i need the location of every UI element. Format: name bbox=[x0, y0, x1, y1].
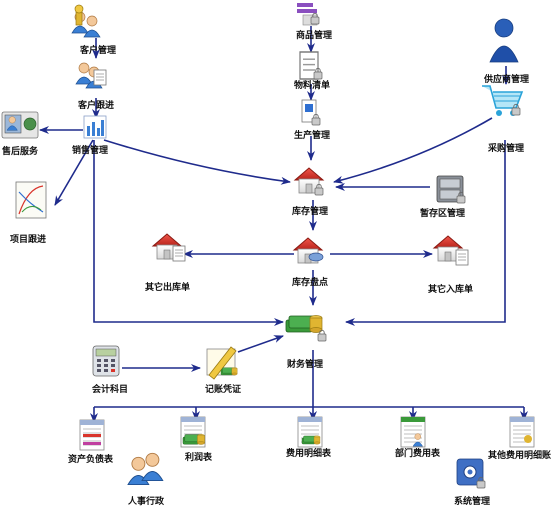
warehouse-in-icon[interactable] bbox=[433, 235, 469, 266]
product-box-icon[interactable] bbox=[297, 3, 320, 26]
expense-detail-label: 费用明细表 bbox=[286, 449, 332, 459]
temp-storage-label: 暂存区管理 bbox=[420, 209, 466, 219]
shopping-cart-icon[interactable] bbox=[482, 85, 524, 116]
people-icon[interactable] bbox=[127, 452, 164, 486]
balance-sheet-label: 资产负债表 bbox=[68, 455, 114, 465]
materials-list-icon[interactable] bbox=[299, 51, 323, 80]
inventory-check-label: 库存盘点 bbox=[292, 278, 329, 288]
other-out-label: 其它出库单 bbox=[145, 283, 191, 293]
service-board-icon[interactable] bbox=[1, 111, 39, 139]
expense-report-icon[interactable] bbox=[297, 416, 323, 448]
after-sales-label: 售后服务 bbox=[2, 147, 39, 157]
customer-follow-label: 客户跟进 bbox=[78, 101, 115, 111]
accounting-subject-label: 会计科目 bbox=[92, 385, 129, 395]
edge-sales-to-inventory bbox=[103, 139, 291, 185]
pencil-note-icon[interactable] bbox=[206, 346, 238, 380]
warehouse-check-icon[interactable] bbox=[293, 237, 324, 264]
system-mgmt-label: 系统管理 bbox=[454, 497, 491, 507]
production-mgmt-label: 生产管理 bbox=[294, 131, 331, 141]
inventory-mgmt-label: 库存管理 bbox=[292, 207, 329, 217]
purchase-mgmt-label: 采购管理 bbox=[488, 144, 525, 154]
dept-report-icon[interactable] bbox=[400, 416, 426, 448]
warehouse-out-icon[interactable] bbox=[152, 233, 186, 262]
project-follow-label: 项目跟进 bbox=[10, 235, 47, 245]
calculator-icon[interactable] bbox=[92, 345, 120, 377]
edge-sales-to-project bbox=[54, 139, 94, 206]
project-chart-icon[interactable] bbox=[15, 181, 47, 219]
finance-mgmt-label: 财务管理 bbox=[287, 360, 324, 370]
hr-admin-label: 人事行政 bbox=[128, 497, 165, 507]
sales-chart-icon[interactable] bbox=[83, 115, 107, 139]
users-document-icon[interactable] bbox=[75, 62, 107, 89]
edge-purchase-to-finance bbox=[345, 140, 506, 326]
sales-mgmt-label: 销售管理 bbox=[72, 146, 109, 156]
other-expense-icon[interactable] bbox=[509, 416, 535, 448]
profit-table-label: 利润表 bbox=[185, 453, 213, 463]
supplier-mgmt-label: 供应商管理 bbox=[484, 75, 530, 85]
edge-voucher-to-finance bbox=[237, 335, 284, 353]
edge-purchase-to-inventory bbox=[333, 117, 493, 184]
other-in-label: 其它入库单 bbox=[428, 285, 474, 295]
storage-cabinet-icon[interactable] bbox=[436, 175, 466, 204]
bom-label: 物料清单 bbox=[294, 81, 331, 91]
product-mgmt-label: 商品管理 bbox=[296, 31, 333, 41]
voucher-label: 记账凭证 bbox=[205, 385, 242, 395]
production-icon[interactable] bbox=[301, 99, 321, 126]
balance-report-icon[interactable] bbox=[79, 419, 105, 451]
warehouse-icon[interactable] bbox=[294, 167, 324, 196]
edge-sales-to-finance bbox=[93, 140, 284, 326]
profit-report-icon[interactable] bbox=[180, 416, 206, 448]
system-gear-icon[interactable] bbox=[456, 458, 486, 489]
money-icon[interactable] bbox=[285, 315, 327, 342]
customer-mgmt-label: 客户管理 bbox=[80, 46, 117, 56]
users-key-icon[interactable] bbox=[71, 4, 101, 38]
supplier-person-icon[interactable] bbox=[489, 18, 519, 63]
other-expense-label: 其他费用明细账 bbox=[488, 451, 552, 461]
dept-expense-label: 部门费用表 bbox=[395, 449, 441, 459]
